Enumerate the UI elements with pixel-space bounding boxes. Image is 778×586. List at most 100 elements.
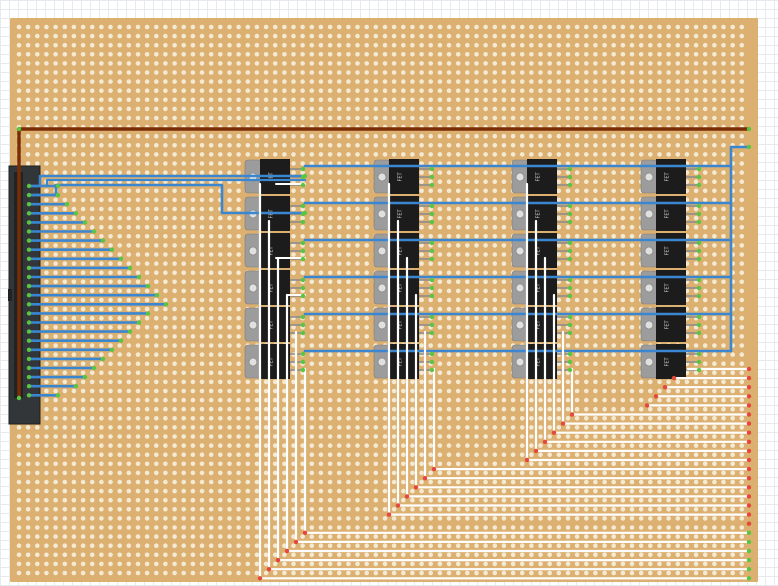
board-hole [675, 143, 681, 148]
board-hole [53, 297, 58, 303]
board-hole [336, 479, 342, 485]
board-hole [584, 224, 589, 230]
board-hole [80, 197, 86, 203]
board-hole [437, 61, 443, 66]
board-hole [172, 306, 177, 312]
board-hole [346, 370, 351, 376]
board-hole [501, 361, 507, 367]
board-hole [437, 70, 443, 75]
board-hole [702, 261, 708, 266]
board-hole [483, 552, 488, 558]
board-hole [574, 288, 580, 294]
board-hole [99, 561, 104, 567]
board-hole [739, 461, 745, 467]
board-hole [108, 479, 113, 485]
board-hole [336, 133, 342, 139]
board-hole [684, 543, 690, 548]
board-hole [455, 106, 461, 112]
board-hole [62, 397, 68, 403]
board-hole [199, 325, 205, 330]
board-hole [492, 261, 498, 266]
board-hole [227, 115, 232, 121]
board-hole [538, 461, 543, 467]
board-hole [44, 561, 49, 567]
board-hole [135, 70, 141, 75]
board-hole [584, 516, 589, 521]
board-hole [556, 288, 562, 294]
board-hole [419, 197, 424, 203]
board-hole [638, 479, 644, 485]
board-hole [62, 143, 68, 148]
board-hole [529, 115, 534, 121]
board-hole [336, 434, 342, 439]
board-hole [199, 361, 205, 367]
board-hole [62, 406, 68, 412]
board-hole [163, 470, 168, 476]
board-hole [501, 170, 507, 175]
board-hole [437, 152, 443, 157]
board-hole [355, 425, 360, 430]
board-hole [245, 143, 251, 148]
board-hole [218, 497, 223, 503]
fet-label: FET [269, 246, 275, 256]
board-hole [163, 406, 168, 412]
board-hole [584, 206, 589, 212]
board-hole [593, 224, 598, 230]
board-hole [44, 270, 49, 276]
board-hole [712, 488, 717, 494]
board-hole [739, 406, 745, 412]
board-hole [135, 516, 141, 521]
board-hole [574, 470, 580, 476]
board-hole [172, 570, 177, 576]
board-hole [355, 261, 360, 266]
board-hole [693, 24, 699, 30]
board-hole [648, 152, 653, 157]
board-hole [135, 197, 141, 203]
board-hole [492, 133, 498, 139]
board-hole [428, 170, 434, 175]
board-hole [730, 507, 735, 512]
board-hole [62, 224, 68, 230]
board-hole [208, 534, 214, 539]
board-hole [80, 243, 86, 248]
board-hole [236, 552, 241, 558]
board-hole [693, 443, 699, 448]
board-hole [80, 561, 86, 567]
board-hole [593, 461, 598, 467]
board-hole [648, 525, 653, 530]
board-hole [163, 143, 168, 148]
board-hole [455, 152, 461, 157]
board-hole [501, 561, 507, 567]
board-hole [519, 33, 525, 39]
board-hole [62, 379, 68, 385]
board-hole [263, 534, 269, 539]
board-hole [712, 452, 717, 458]
board-hole [410, 534, 415, 539]
board-hole [44, 106, 49, 112]
board-hole [154, 397, 159, 403]
board-hole [327, 79, 333, 84]
board-hole [355, 115, 360, 121]
board-hole [236, 406, 241, 412]
board-hole [721, 352, 726, 357]
board-hole [648, 33, 653, 39]
board-hole [437, 343, 443, 348]
board-hole [144, 24, 150, 30]
board-hole [483, 161, 488, 166]
board-hole [291, 306, 296, 312]
board-hole [336, 79, 342, 84]
board-hole [309, 170, 315, 175]
board-hole [483, 243, 488, 248]
board-hole [446, 370, 452, 376]
board-hole [135, 443, 141, 448]
board-hole [712, 52, 717, 57]
board-hole [492, 270, 498, 276]
board-hole [373, 425, 379, 430]
board-hole [272, 452, 278, 458]
board-hole [263, 106, 269, 112]
board-hole [721, 297, 726, 303]
board-hole [336, 234, 342, 239]
board-hole [410, 152, 415, 157]
board-hole [629, 525, 635, 530]
board-hole [565, 61, 571, 66]
